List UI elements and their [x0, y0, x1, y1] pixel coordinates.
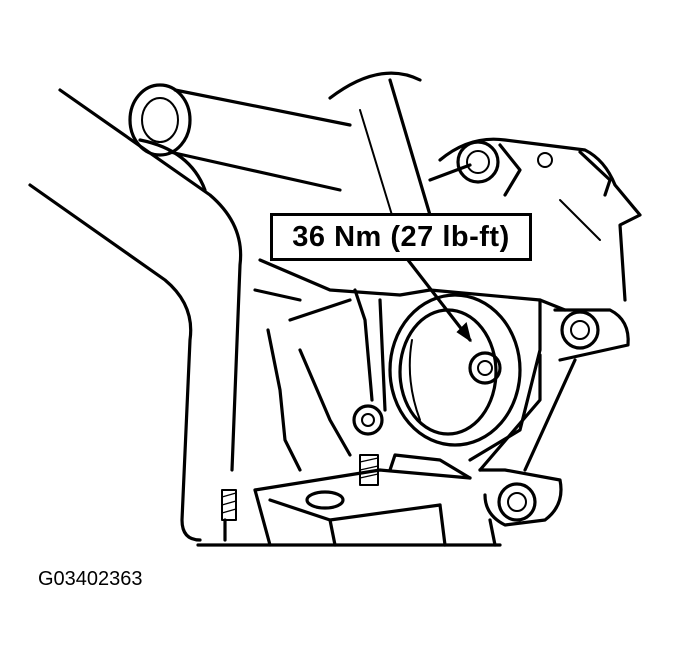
- central-casting: [253, 258, 567, 472]
- callout-leader-line: [406, 258, 472, 343]
- bottom-bracket-plate: [253, 453, 472, 547]
- figure-id: G03402363: [38, 568, 143, 590]
- upper-right-housing: [428, 137, 642, 302]
- upper-tube: [128, 71, 432, 226]
- left-frame-member: [28, 88, 243, 542]
- left-stud: [221, 489, 237, 542]
- torque-bolt: [468, 351, 502, 385]
- torque-spec-text: 36 Nm (27 lb-ft): [292, 220, 510, 253]
- mounting-arm: [478, 308, 630, 547]
- lower-stud: [352, 404, 384, 486]
- torque-spec-callout: 36 Nm (27 lb-ft): [270, 213, 532, 261]
